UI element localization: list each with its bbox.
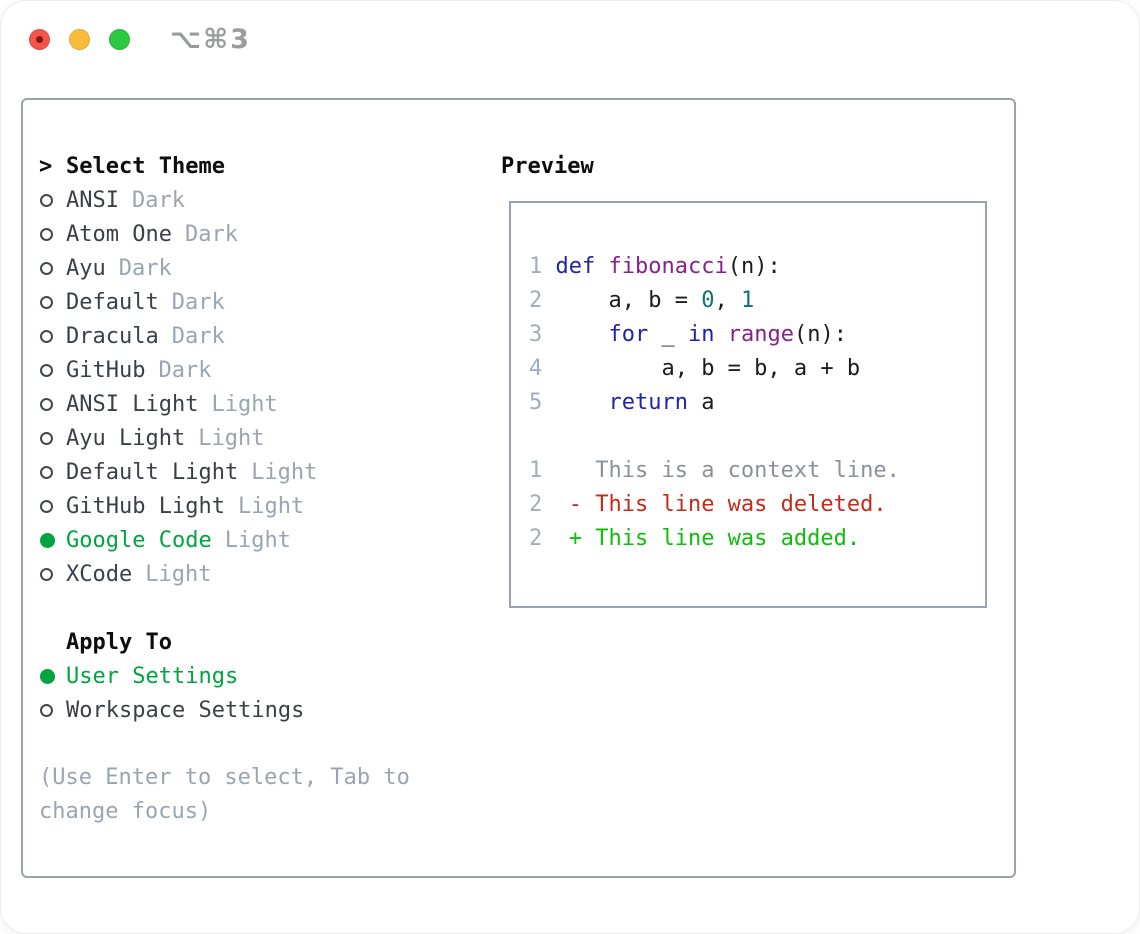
theme-item[interactable]: Ayu Light Light — [39, 421, 479, 455]
theme-name: ANSI Light — [66, 391, 199, 417]
apply-option[interactable]: User Settings — [39, 659, 479, 693]
gap — [39, 591, 479, 625]
radio-icon — [39, 431, 66, 445]
theme-item[interactable]: Dracula Dark — [39, 319, 479, 353]
diff-line: 2 + This line was added. — [529, 526, 861, 551]
theme-name: Default Light — [66, 459, 239, 485]
theme-name: Google Code — [66, 527, 212, 553]
close-button[interactable] — [29, 28, 50, 50]
preview-label: Preview — [501, 153, 594, 179]
theme-variant-tag: Dark — [184, 221, 238, 247]
apply-option[interactable]: Workspace Settings — [39, 693, 479, 727]
theme-item[interactable]: ANSI Dark — [39, 183, 479, 217]
preview-box: 1 def fibonacci(n): 2 a, b = 0, 1 3 for _ … — [509, 201, 987, 608]
theme-item[interactable]: GitHub Dark — [39, 353, 479, 387]
diff-preview: 1 This is a context line. 2 - This line w… — [529, 454, 985, 556]
select-theme-header: > Select Theme — [39, 149, 479, 183]
apply-option-name: User Settings — [66, 663, 239, 689]
theme-variant-tag: Light — [198, 425, 265, 451]
theme-item[interactable]: XCode Light — [39, 557, 479, 591]
theme-item[interactable]: Ayu Dark — [39, 251, 479, 285]
apply-to-label: Apply To — [66, 629, 172, 655]
radio-icon — [39, 329, 66, 343]
zoom-button[interactable] — [109, 28, 130, 50]
theme-variant-tag: Light — [211, 391, 278, 417]
preview-header: Preview — [501, 149, 594, 183]
select-theme-label: Select Theme — [66, 153, 225, 179]
code-preview: 1 def fibonacci(n): 2 a, b = 0, 1 3 for _ … — [529, 250, 985, 420]
radio-icon — [39, 363, 66, 377]
prompt-caret-icon: > — [39, 154, 66, 179]
code-line: 5 return a — [529, 390, 715, 415]
radio-icon — [39, 567, 66, 581]
radio-icon — [39, 295, 66, 309]
theme-item[interactable]: Default Light Light — [39, 455, 479, 489]
radio-icon — [39, 261, 66, 275]
theme-name: Default — [66, 289, 159, 315]
radio-icon — [39, 227, 66, 241]
window-title: ⌥⌘3 — [170, 23, 251, 55]
radio-icon — [39, 499, 66, 513]
code-line: 3 for _ in range(n): — [529, 322, 847, 347]
theme-variant-tag: Dark — [131, 187, 185, 213]
radio-icon — [39, 465, 66, 479]
theme-variant-tag: Light — [145, 561, 212, 587]
unsaved-dot-icon — [36, 35, 43, 43]
theme-name: XCode — [66, 561, 133, 587]
theme-item[interactable]: Default Dark — [39, 285, 479, 319]
theme-name: Atom One — [66, 221, 172, 247]
apply-to-header: Apply To — [39, 625, 479, 659]
prompt-caret-char: > — [39, 153, 53, 179]
gap — [529, 420, 985, 454]
theme-name: ANSI — [66, 187, 119, 213]
theme-name: GitHub Light — [66, 493, 225, 519]
theme-item[interactable]: Atom One Dark — [39, 217, 479, 251]
radio-icon — [39, 703, 66, 717]
theme-name: Ayu Light — [66, 425, 186, 451]
theme-variant-tag: Dark — [158, 357, 212, 383]
theme-variant-tag: Light — [251, 459, 318, 485]
theme-name: Ayu — [66, 255, 106, 281]
theme-name: Dracula — [66, 323, 159, 349]
gap — [39, 727, 479, 761]
theme-variant-tag: Dark — [171, 289, 225, 315]
theme-variant-tag: Dark — [171, 323, 225, 349]
theme-item[interactable]: GitHub Light Light — [39, 489, 479, 523]
theme-variant-tag: Light — [224, 527, 291, 553]
diff-line: 1 This is a context line. — [529, 458, 900, 483]
diff-line: 2 - This line was deleted. — [529, 492, 887, 517]
apply-option-name: Workspace Settings — [66, 697, 305, 723]
minimize-button[interactable] — [69, 28, 90, 50]
radio-icon — [39, 193, 66, 207]
titlebar: ⌥⌘3 — [29, 24, 251, 55]
radio-icon — [39, 397, 66, 411]
hint-text: (Use Enter to select, Tab to change focu… — [39, 765, 424, 824]
theme-variant-tag: Light — [237, 493, 305, 519]
theme-variant-tag: Dark — [118, 255, 172, 281]
theme-name: GitHub — [66, 357, 146, 383]
code-line: 1 def fibonacci(n): — [529, 254, 781, 279]
code-line: 4 a, b = b, a + b — [529, 356, 861, 381]
theme-item[interactable]: ANSI Light Light — [39, 387, 479, 421]
radio-selected-icon — [39, 668, 66, 684]
traffic-lights — [29, 28, 130, 50]
radio-selected-icon — [39, 532, 66, 548]
code-line: 2 a, b = 0, 1 — [529, 288, 755, 313]
theme-item[interactable]: Google Code Light — [39, 523, 479, 557]
